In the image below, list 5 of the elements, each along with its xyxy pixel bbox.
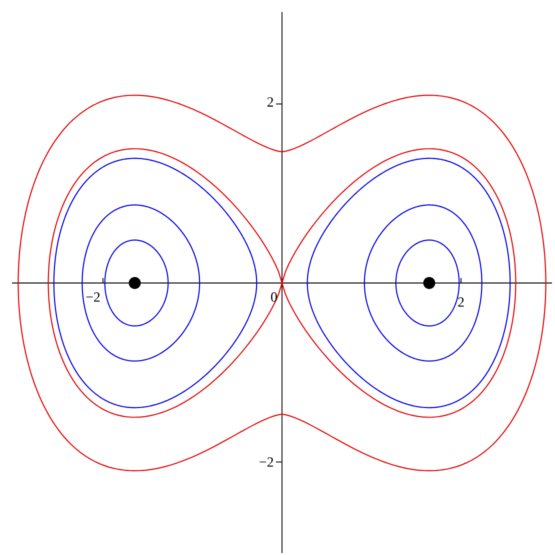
tick-label: 2 [458, 297, 464, 307]
tick-label: 0 [271, 292, 277, 302]
tick-label: 2 [267, 97, 274, 107]
tick-label: −2 [260, 457, 274, 467]
tick-label: −2 [86, 292, 100, 302]
